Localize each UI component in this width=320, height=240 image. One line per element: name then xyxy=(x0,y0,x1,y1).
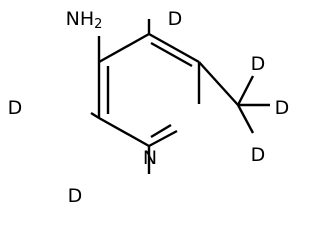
chemical-structure: NH2 D D D N D D D xyxy=(8,8,290,207)
deuterium-label-methyl-right: D xyxy=(275,97,290,119)
deuterium-label-methyl-bottom: D xyxy=(251,144,266,166)
bond-c6-c5 xyxy=(98,116,150,148)
deuterium-label-ring-bottom: D xyxy=(68,185,83,207)
deuterium-label-ring-top: D xyxy=(168,8,183,30)
bond-methyl-deuterium-bottom xyxy=(236,104,255,134)
deuterium-label-ring-left: D xyxy=(8,97,23,119)
amine-group-label: NH2 xyxy=(66,8,103,32)
bond-ring-n-c6-inner xyxy=(150,123,172,139)
ring-nitrogen-label: N xyxy=(143,147,157,169)
bond-c3-c2 xyxy=(148,32,200,64)
amine-hydrogen-label: H xyxy=(80,8,94,30)
bond-ring-n-c6 xyxy=(148,129,178,148)
bond-c5-deuterium xyxy=(90,111,100,120)
bond-c3-c2-inner xyxy=(150,41,193,68)
bond-c4-c3 xyxy=(98,32,150,64)
bond-methyl-deuterium-top xyxy=(236,75,255,106)
deuterium-label-methyl-top: D xyxy=(251,53,266,75)
amine-nitrogen-label: N xyxy=(66,8,80,30)
bond-c2-methyl xyxy=(198,61,239,106)
amine-hydrogen-count-label: 2 xyxy=(94,17,102,32)
